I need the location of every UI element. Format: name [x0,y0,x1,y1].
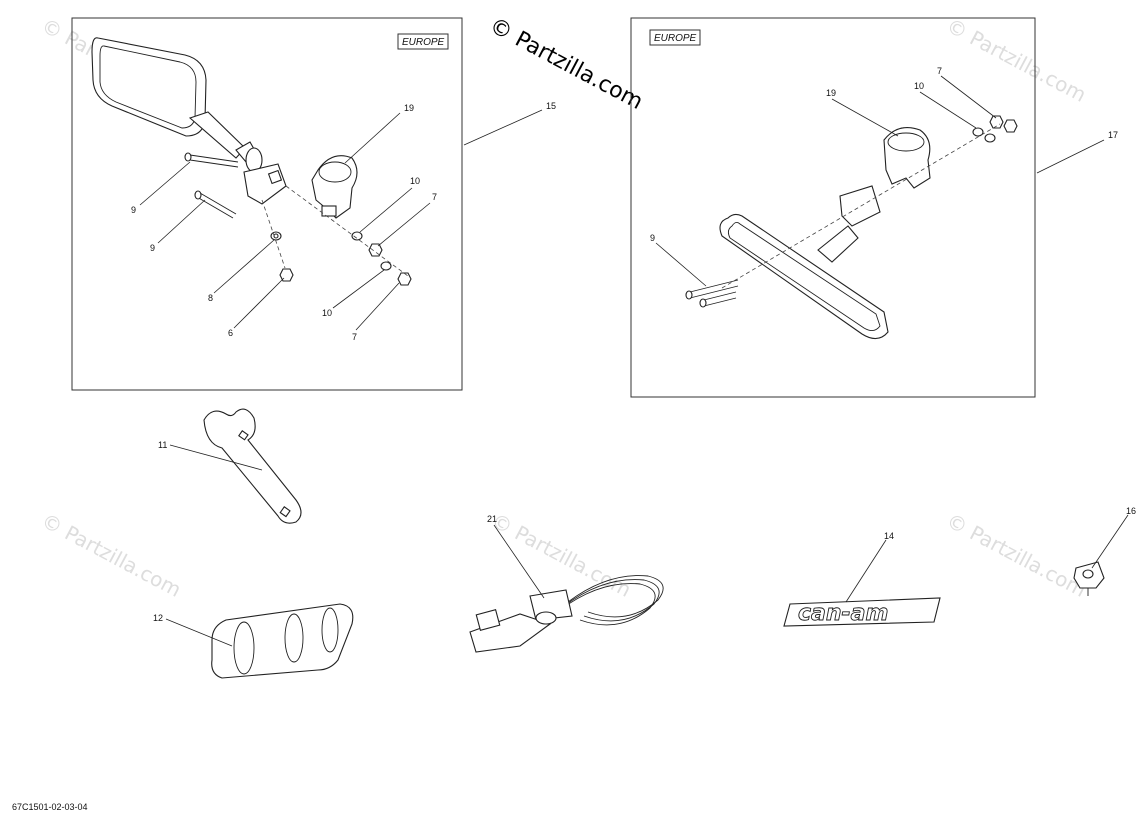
can-am-decal: can-am [783,597,941,627]
callout-12: 12 [153,613,163,623]
assembly-line [721,123,1001,289]
nut-7-lower [397,272,412,286]
washer-10-upper [351,231,363,241]
callout-10: 10 [410,176,420,186]
callout-11: 11 [158,440,167,450]
assembly-line [285,185,409,277]
accessory-switch [1073,561,1105,596]
region-badge [649,29,701,46]
callout-8: 8 [208,293,213,303]
diagram-code: 67C1501-02-03-04 [12,802,88,812]
watermark-faint: © Partzilla.com [38,508,186,602]
callout-7: 7 [937,66,942,76]
callout-14: 14 [884,531,894,541]
callout-7: 7 [352,332,357,342]
watermark-main: © Partzilla.com [485,13,647,115]
washer-10 [972,127,984,137]
rearview-mirror [719,185,889,340]
watermark-faint: © Partzilla.com [488,508,636,602]
panel-right-frame [630,17,1036,398]
assembly-line [261,199,286,269]
watermark-faint: © Partzilla.com [943,13,1091,107]
callout-10: 10 [914,81,924,91]
washer-10-lower [380,261,392,271]
panel-left: EUROPE [71,17,463,391]
callout-10: 10 [322,308,332,318]
nut-6 [279,268,294,282]
panel-right: EUROPE [630,17,1036,398]
spanner-wrench [203,408,302,524]
bolt-9-pair [685,279,739,308]
callout-9: 9 [650,233,655,243]
grip-cover [211,603,354,679]
bolt-9-lower [194,190,237,219]
callout-7: 7 [432,192,437,202]
callout-15: 15 [546,101,556,111]
clamp-bracket [311,155,358,219]
decal-logo: can-am [798,601,888,626]
panel-left-frame [71,17,463,391]
bolt-9-upper [184,152,239,168]
callout-17: 17 [1108,130,1118,140]
region-badge [397,33,449,50]
washer-hole [273,233,279,239]
callout-19: 19 [826,88,836,98]
callout-6: 6 [228,328,233,338]
nut-7-upper [368,243,383,257]
region-label: EUROPE [654,33,697,44]
side-mirror [91,37,287,205]
watermark-faint: © Partzilla.com [943,508,1091,602]
washer-10 [984,133,996,143]
callout-9: 9 [131,205,136,215]
callout-21: 21 [487,514,497,524]
wiring-harness [469,575,664,653]
region-label: EUROPE [402,37,445,48]
nut-7 [1003,119,1018,133]
nut-7 [989,115,1004,129]
callout-9: 9 [150,243,155,253]
callout-16: 16 [1126,506,1136,516]
callout-19: 19 [404,103,414,113]
clamp-bracket [883,127,931,189]
